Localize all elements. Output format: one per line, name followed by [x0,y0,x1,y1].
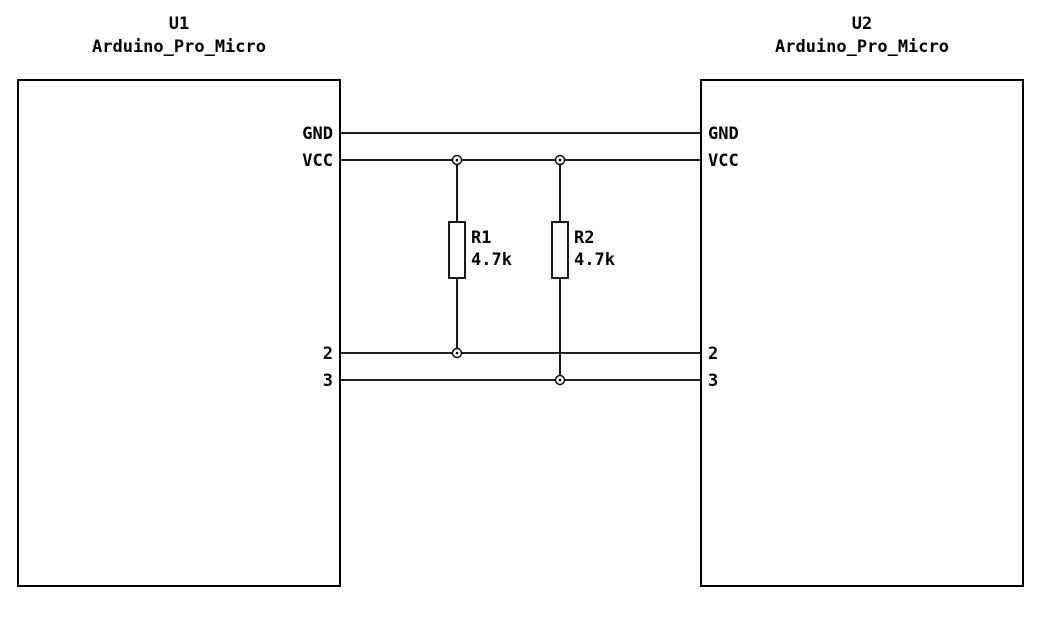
u2-pin-gnd-label: GND [708,124,739,144]
u1-pin-3-label: 3 [323,371,333,391]
junction-r2-pin3 [554,374,566,386]
junction-dot-icon [558,378,562,382]
r2-body [551,221,569,279]
u2-body [700,79,1024,587]
r1-value-label: 4.7k [471,250,512,270]
junctions [451,154,566,386]
wires [340,132,701,381]
r1-ref-label: R1 [471,228,491,248]
u2-pin-3-label: 3 [708,371,718,391]
u1-pin-vcc-label: VCC [302,151,333,171]
component-r1: R1 4.7k [448,221,512,279]
junction-r2-vcc [554,154,566,166]
u2-value-label: Arduino_Pro_Micro [775,37,949,57]
junction-dot-icon [558,158,562,162]
u1-pin-2-label: 2 [323,344,333,364]
u2-pin-2-label: 2 [708,344,718,364]
junction-dot-icon [455,158,459,162]
r2-ref-label: R2 [574,228,594,248]
junction-r1-vcc [451,154,463,166]
r2-value-label: 4.7k [574,250,615,270]
u1-ref-label: U1 [169,14,189,34]
u1-value-label: Arduino_Pro_Micro [92,37,266,57]
r1-body [448,221,466,279]
component-u2: U2 Arduino_Pro_Micro GND VCC 2 3 [700,14,1024,587]
u2-ref-label: U2 [852,14,872,34]
u1-pin-gnd-label: GND [302,124,333,144]
component-r2: R2 4.7k [551,221,615,279]
u2-pin-vcc-label: VCC [708,151,739,171]
component-u1: U1 Arduino_Pro_Micro GND VCC 2 3 [17,14,341,587]
u1-body [17,79,341,587]
junction-r1-pin2 [451,347,463,359]
junction-dot-icon [455,351,459,355]
